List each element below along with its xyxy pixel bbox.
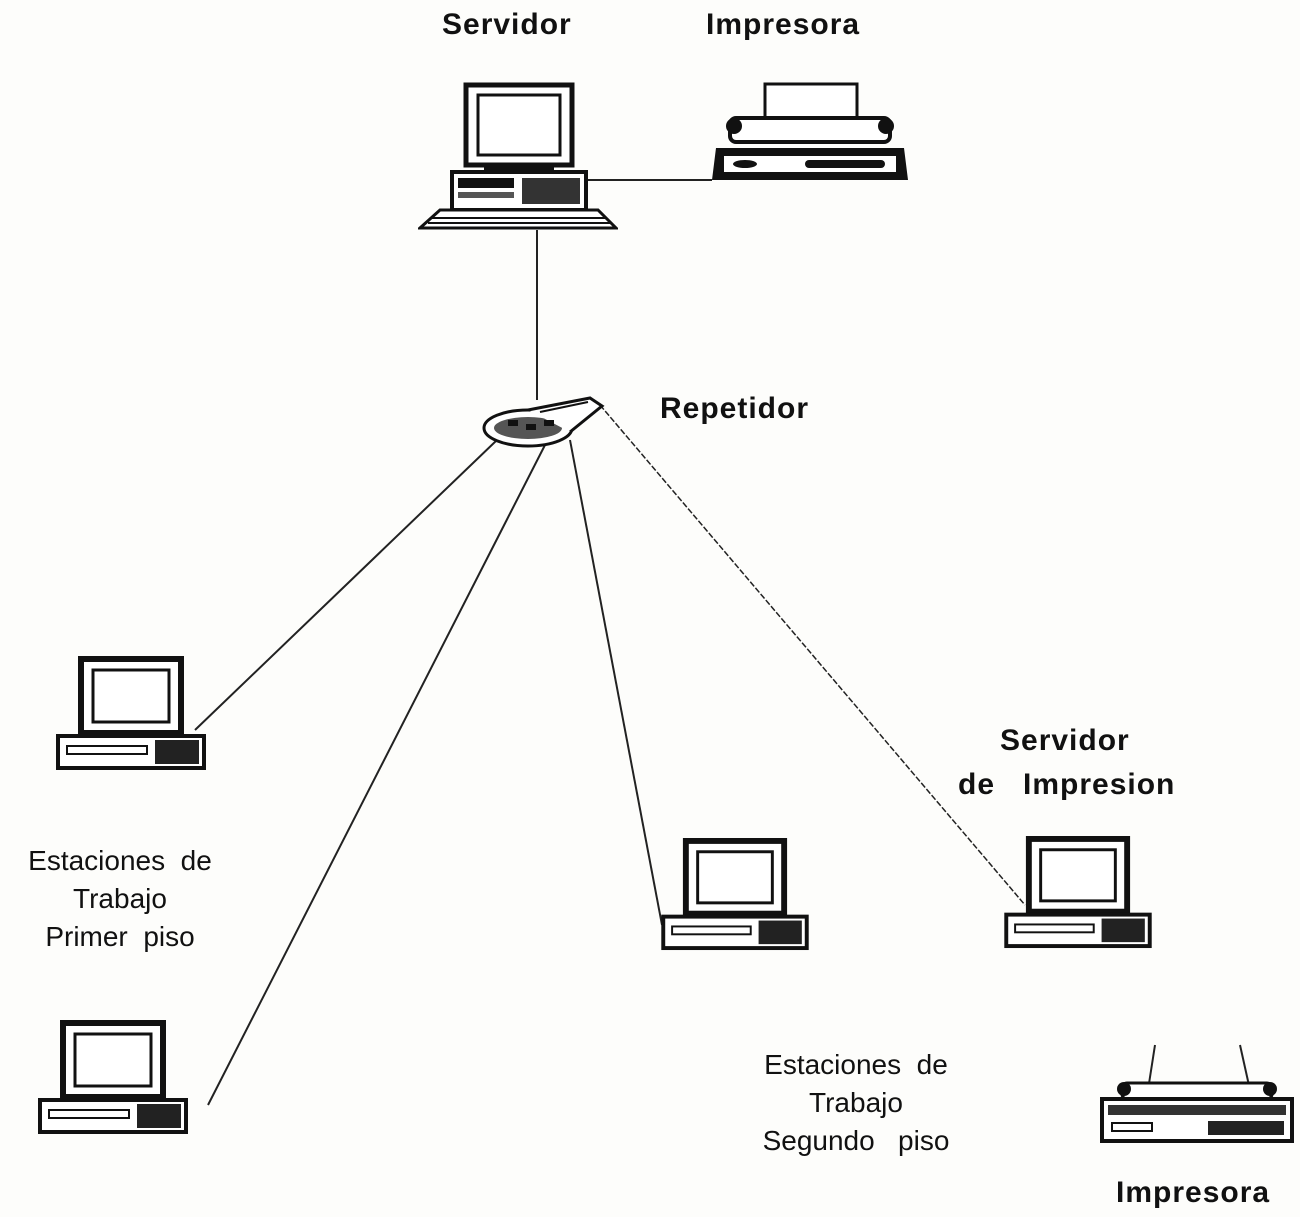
floor2-label-line2: Trabajo <box>809 1087 903 1118</box>
floor2-label-line1: Estaciones de <box>764 1049 948 1080</box>
printer-top-label: Impresora <box>706 8 861 41</box>
floor2-workstations-label: Estaciones de Trabajo Segundo piso <box>740 1046 972 1160</box>
floor2-label-line3: Segundo piso <box>762 1125 950 1156</box>
repeater-icon[interactable] <box>480 392 605 450</box>
link-repeater-ws2 <box>207 444 546 1106</box>
server-top-label: Servidor <box>442 8 572 41</box>
workstation-floor1-a-icon[interactable] <box>55 656 207 772</box>
print-server-computer-icon[interactable] <box>1003 836 1153 950</box>
link-repeater-ws3 <box>569 439 663 926</box>
floor1-label-line3: Primer piso <box>45 921 195 952</box>
printer-bottom-icon[interactable] <box>1098 1075 1296 1147</box>
printer-top-icon[interactable] <box>710 82 910 184</box>
printer-bottom-label: Impresora <box>1116 1176 1271 1209</box>
server-computer-icon[interactable] <box>418 82 618 234</box>
workstation-floor1-b-icon[interactable] <box>37 1020 189 1136</box>
workstation-floor2-icon[interactable] <box>660 838 810 952</box>
floor1-label-line2: Trabajo <box>73 883 167 914</box>
floor1-workstations-label: Estaciones de Trabajo Primer piso <box>4 842 236 956</box>
floor1-label-line1: Estaciones de <box>28 845 212 876</box>
repeater-label: Repetidor <box>660 392 810 425</box>
print-server-label-line2: de Impresion <box>958 768 1176 801</box>
link-repeater-ws1 <box>194 439 498 731</box>
link-repeater-printserver <box>599 404 1026 906</box>
print-server-label-line1: Servidor <box>1000 724 1130 757</box>
